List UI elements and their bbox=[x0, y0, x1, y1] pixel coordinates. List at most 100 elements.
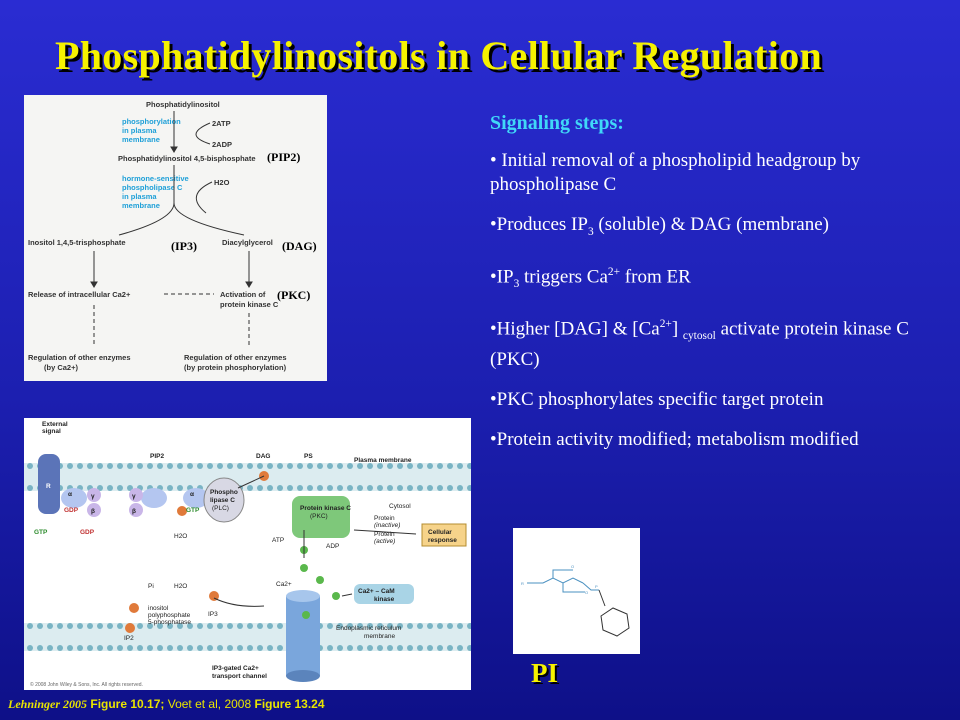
phosphatase-2: polyphosphate bbox=[148, 612, 191, 619]
pi-structure-drawing: R O O P bbox=[521, 564, 630, 637]
arrow-ip3-channel bbox=[213, 597, 265, 607]
acyl-chain-1 bbox=[552, 569, 573, 578]
bullet-4-sup: 2+ bbox=[659, 317, 672, 330]
structure-atom-labels: R O O P bbox=[521, 564, 598, 595]
pathway-diagram: Phosphatidylinositol phosphorylation in … bbox=[28, 100, 317, 372]
gamma-1: γ bbox=[91, 493, 95, 500]
beta-2: β bbox=[132, 508, 136, 515]
plasma-membrane bbox=[24, 463, 471, 491]
release-label: Release of intracellular Ca2+ bbox=[28, 290, 131, 299]
arrow-to-response bbox=[353, 529, 417, 535]
credit-fig2: Figure 13.24 bbox=[254, 697, 325, 711]
activation-label-1: Activation of bbox=[220, 290, 266, 299]
pkc-overlay: (PKC) bbox=[277, 288, 310, 302]
pi-label: PI bbox=[531, 658, 558, 688]
copyright-label: © 2008 John Wiley & Sons, Inc. All right… bbox=[30, 681, 143, 688]
protein-inactive-state: (inactive) bbox=[374, 522, 400, 529]
external-signal-2: signal bbox=[42, 428, 61, 435]
phos-step-2: in plasma bbox=[122, 126, 157, 135]
inositol-ring bbox=[598, 589, 630, 637]
adp-label: 2ADP bbox=[212, 140, 232, 149]
adp-label: ADP bbox=[326, 543, 339, 550]
glycerol-backbone bbox=[527, 577, 584, 584]
calcium-ions bbox=[300, 546, 340, 619]
pathway-figure: Phosphatidylinositol phosphorylation in … bbox=[24, 95, 327, 381]
bullet-4-text-b: ] bbox=[671, 318, 683, 340]
bullet-3-sub: 3 bbox=[513, 277, 520, 290]
protein-active-label: Protein bbox=[374, 531, 395, 538]
credit-ref: Voet et al, 2008 bbox=[167, 697, 252, 711]
plc-step-2: phospholipase C bbox=[122, 183, 183, 192]
ip-molecules bbox=[125, 471, 269, 633]
pkc-label-1: Protein kinase C bbox=[300, 505, 351, 512]
bullet-6: •Protein activity modified; metabolism m… bbox=[490, 429, 859, 451]
g-protein-alpha bbox=[183, 488, 209, 508]
atp-label: 2ATP bbox=[212, 119, 231, 128]
h2o-curve bbox=[196, 181, 213, 214]
cellular-response-box bbox=[421, 523, 467, 547]
credit-fig1: Figure 10.17; bbox=[90, 697, 165, 711]
cytosol-label: Cytosol bbox=[389, 503, 411, 510]
protein-active-state: (active) bbox=[374, 538, 395, 545]
bullet-3-text-b: triggers Ca bbox=[519, 266, 608, 288]
plc-label-2: lipase C bbox=[210, 497, 235, 504]
ca-label: Ca2+ bbox=[276, 581, 292, 588]
arrow-ca-cam bbox=[341, 593, 353, 597]
bullet-6-text: Protein activity modified; metabolism mo… bbox=[496, 429, 859, 451]
gtp-in: GTP bbox=[34, 529, 48, 536]
receptor-label: R bbox=[46, 483, 51, 490]
er-label-2: membrane bbox=[364, 633, 395, 640]
pip2-text: PIP2 bbox=[150, 453, 164, 460]
plc-shape bbox=[203, 477, 245, 523]
dag-label: Diacylglycerol bbox=[222, 238, 273, 247]
signaling-figure: External signal R α γ β GDP GTP GDP γ β … bbox=[24, 418, 471, 690]
arrowhead-pkc bbox=[245, 281, 253, 288]
plc-step-1: hormone-sensitive bbox=[122, 174, 189, 183]
pi-label: Phosphatidylinositol bbox=[146, 100, 220, 109]
bullet-2-text-b: (soluble) & DAG (membrane) bbox=[593, 214, 829, 235]
ip3-label: IP3 bbox=[208, 611, 218, 618]
reg-phos-line-1: Regulation of other enzymes bbox=[184, 353, 287, 362]
cacam-kinase-shape bbox=[354, 584, 414, 604]
signaling-diagram: External signal R α γ β GDP GTP GDP γ β … bbox=[24, 421, 471, 688]
ip3-overlay: (IP3) bbox=[171, 239, 197, 253]
plc-step-3: in plasma bbox=[122, 192, 157, 201]
bullet-1-text: Initial removal of a phospholipid headgr… bbox=[490, 150, 861, 195]
bullet-5: •PKC phosphorylates specific target prot… bbox=[490, 389, 824, 411]
phosphate-link bbox=[582, 582, 599, 591]
alpha-1: α bbox=[68, 491, 72, 498]
bullet-4-text-c: activate protein kinase C (PKC) bbox=[490, 318, 909, 371]
beta-1: β bbox=[91, 508, 95, 515]
pip2-label: Phosphatidylinositol 4,5-bisphosphate bbox=[118, 154, 256, 163]
steps-heading: Signaling steps: bbox=[490, 112, 624, 134]
phosphatase-1: inositol bbox=[148, 605, 169, 612]
alpha-2: α bbox=[190, 491, 194, 498]
protein-inactive-label: Protein bbox=[374, 515, 395, 522]
bullet-2-text-a: Produces IP bbox=[496, 214, 588, 235]
h2o-label: H2O bbox=[214, 178, 230, 187]
cacam-label-2: kinase bbox=[374, 596, 395, 603]
reg-phos-line-2: (by protein phosphorylation) bbox=[184, 363, 287, 372]
ip3-label: Inositol 1,4,5-trisphosphate bbox=[28, 238, 126, 247]
cellular-response-2: response bbox=[428, 537, 457, 544]
bullet-4-sub: cytosol bbox=[682, 330, 716, 343]
activation-label-2: protein kinase C bbox=[220, 300, 279, 309]
ip2-label: IP2 bbox=[124, 635, 134, 642]
phosphatase-3: 5-phosphatase bbox=[148, 619, 191, 626]
ip3-channel bbox=[286, 590, 320, 682]
arrowhead-release bbox=[90, 281, 98, 288]
bullet-5-text: PKC phosphorylates specific target prote… bbox=[496, 389, 824, 411]
gamma-2: γ bbox=[132, 493, 136, 500]
acyl-chain-2 bbox=[562, 583, 585, 593]
bullet-4-text-a: Higher [DAG] & [Ca bbox=[496, 318, 660, 340]
bullet-3-text-c: from ER bbox=[620, 266, 691, 288]
plc-label-3: (PLC) bbox=[212, 505, 229, 512]
ps-text: PS bbox=[304, 453, 313, 460]
bullet-4: •Higher [DAG] & [Ca2+] cytosol activate … bbox=[490, 317, 909, 371]
bullet-3-sup: 2+ bbox=[607, 265, 621, 278]
figure-credit: Lehninger 2005 Figure 10.17; Voet et al,… bbox=[8, 697, 325, 712]
svg-text:O: O bbox=[571, 564, 574, 569]
gdp-bound: GDP bbox=[64, 507, 79, 514]
bullet-3-text-a: IP bbox=[496, 266, 514, 288]
channel-label-2: transport channel bbox=[212, 673, 267, 680]
